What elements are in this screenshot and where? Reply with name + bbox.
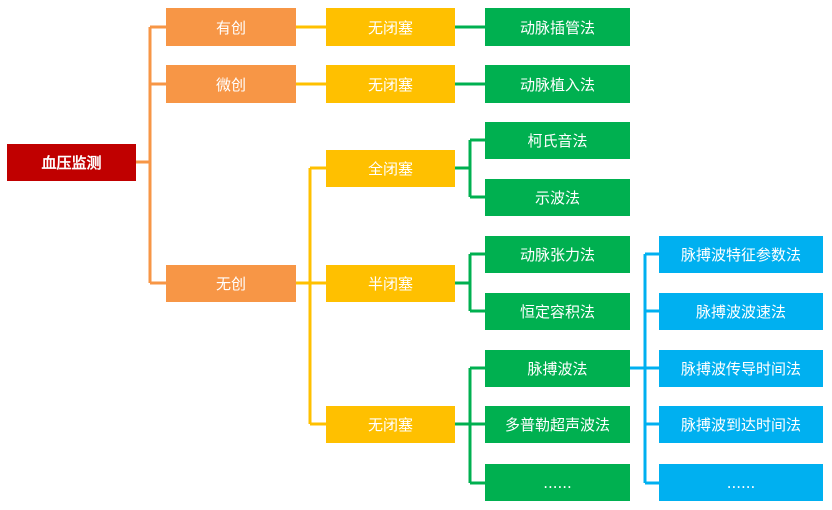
node-korotkoff: 柯氏音法 bbox=[485, 122, 630, 159]
node-pw-transit-time: 脉搏波传导时间法 bbox=[659, 350, 823, 387]
node-semi-occlusion: 半闭塞 bbox=[326, 265, 455, 302]
node-noninvasive: 无创 bbox=[166, 265, 296, 302]
node-pw-velocity: 脉搏波波速法 bbox=[659, 293, 823, 330]
node-volume-clamp: 恒定容积法 bbox=[485, 293, 630, 330]
node-pw-arrival-time: 脉搏波到达时间法 bbox=[659, 406, 823, 443]
node-pw-feature-params: 脉搏波特征参数法 bbox=[659, 236, 823, 273]
node-doppler-ultrasound: 多普勒超声波法 bbox=[485, 406, 630, 443]
level3-connectors bbox=[630, 252, 659, 485]
node-level3-more: ...... bbox=[485, 464, 630, 501]
node-full-occlusion: 全闭塞 bbox=[326, 150, 455, 187]
node-minimal-no-occlusion: 无闭塞 bbox=[326, 65, 455, 103]
node-level4-more: ...... bbox=[659, 464, 823, 501]
node-arterial-implant: 动脉植入法 bbox=[485, 65, 630, 103]
level2-connectors bbox=[455, 25, 485, 485]
level1-connectors bbox=[296, 25, 326, 426]
node-oscillometric: 示波法 bbox=[485, 179, 630, 216]
node-invasive-no-occlusion: 无闭塞 bbox=[326, 8, 455, 46]
node-arterial-tonometry: 动脉张力法 bbox=[485, 236, 630, 273]
node-pulse-wave: 脉搏波法 bbox=[485, 350, 630, 387]
root-node-bp-monitoring: 血压监测 bbox=[7, 144, 136, 181]
node-arterial-catheter: 动脉插管法 bbox=[485, 8, 630, 46]
node-no-occlusion: 无闭塞 bbox=[326, 406, 455, 443]
node-invasive: 有创 bbox=[166, 8, 296, 46]
node-minimally-invasive: 微创 bbox=[166, 65, 296, 103]
root-connectors bbox=[136, 25, 166, 285]
